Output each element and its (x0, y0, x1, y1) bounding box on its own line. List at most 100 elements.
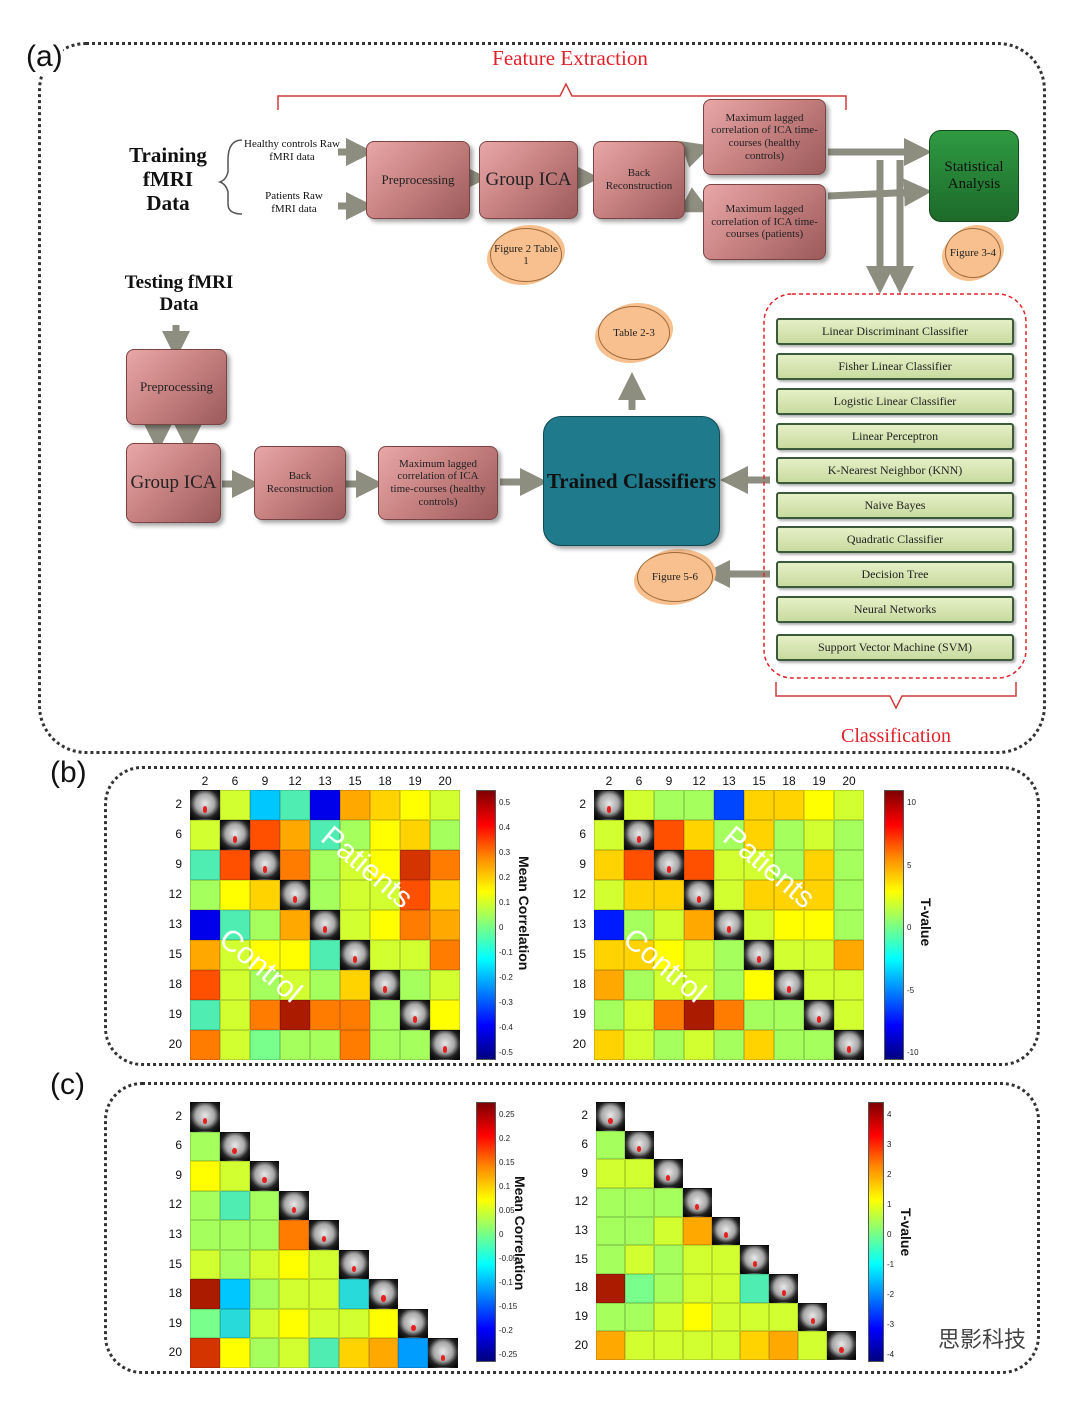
matrix-cell (624, 910, 654, 940)
column-label: 12 (692, 774, 706, 788)
matrix-cell (594, 790, 624, 820)
classifier-neural-networks: Neural Networks (776, 596, 1014, 623)
matrix-cell (250, 1030, 280, 1060)
matrix-cell (249, 1220, 280, 1250)
row-label: 19 (168, 1315, 182, 1330)
colorbar-tick-label: 5 (907, 860, 912, 870)
matrix-cell (250, 850, 280, 880)
matrix-cell (594, 820, 624, 850)
matrix-cell (714, 940, 744, 970)
matrix-cell (219, 1279, 250, 1309)
train-preprocessing-box: Preprocessing (366, 141, 470, 219)
brain-activation-spot (786, 986, 792, 993)
train-back-recon-box: Back Reconstruction (593, 141, 685, 219)
cloud-table23: Table 2-3 (598, 306, 670, 360)
matrix-cell (827, 1331, 856, 1360)
matrix-cell (400, 970, 430, 1000)
matrix-cell (398, 1338, 429, 1368)
flow-arrows (144, 82, 1027, 710)
matrix-cell (370, 940, 400, 970)
colorbar-tick-label: 0.1 (499, 898, 511, 907)
colorbar-c-right (868, 1102, 884, 1362)
matrix-cell (804, 790, 834, 820)
matrix-cell (682, 1302, 712, 1332)
matrix-cell (190, 1102, 220, 1132)
matrix-cell (594, 970, 624, 1000)
brain-activation-spot (666, 1174, 671, 1181)
matrix-cell (653, 1331, 683, 1360)
matrix-cell (774, 1000, 804, 1030)
matrix-cell (368, 1279, 399, 1309)
matrix-cell (220, 910, 250, 940)
column-label: 9 (261, 774, 269, 788)
matrix-cell (220, 850, 250, 880)
matrix-cell (310, 820, 340, 850)
matrix-cell (190, 940, 220, 970)
matrix-cell (309, 1279, 339, 1309)
brain-activation-spot (322, 926, 328, 933)
matrix-cell (250, 940, 280, 970)
matrix-cell (400, 1030, 430, 1060)
matrix-cell (624, 1000, 654, 1030)
matrix-cell (684, 790, 714, 820)
matrix-cell (714, 1030, 744, 1060)
classifier-knn: K-Nearest Neighbor (KNN) (776, 457, 1014, 484)
matrix-cell (624, 880, 654, 910)
matrix-cell (279, 1308, 310, 1339)
matrix-cell (798, 1331, 828, 1360)
matrix-cell (370, 970, 400, 1000)
brain-activation-spot (202, 806, 208, 813)
matrix-cell (430, 1030, 460, 1060)
column-label: 13 (722, 774, 736, 788)
matrix-cell (714, 880, 744, 910)
matrix-cell (310, 850, 340, 880)
column-label: 18 (782, 774, 796, 788)
matrix-cell (340, 1000, 370, 1030)
colorbar-tick-label: -0.4 (499, 1023, 513, 1032)
brain-activation-spot (291, 1206, 297, 1213)
brain-activation-spot (382, 986, 388, 993)
row-label: 19 (572, 1007, 586, 1021)
column-label: 20 (842, 774, 856, 788)
matrix-cell (400, 850, 430, 880)
matrix-cell (682, 1331, 712, 1360)
matrix-cell (834, 970, 864, 1000)
brain-activation-spot (752, 1260, 758, 1267)
colorbar-tick-label: 0.1 (499, 1182, 511, 1191)
matrix-cell (190, 910, 220, 940)
matrix-cell (400, 790, 430, 820)
matrix-cell (310, 880, 340, 910)
matrix-cell (744, 850, 774, 880)
matrix-cell (769, 1274, 799, 1303)
matrix-cell (250, 910, 280, 940)
panel-c-label: (c) (50, 1068, 85, 1101)
colorbar-tick-label: -0.1 (499, 1278, 513, 1287)
matrix-cell (653, 1216, 683, 1246)
matrix-cell (624, 1030, 654, 1060)
colorbar-tick-label: 10 (907, 798, 916, 807)
matrix-cell (594, 910, 624, 940)
matrix-cell (654, 790, 684, 820)
classifier-svm: Support Vector Machine (SVM) (776, 634, 1014, 661)
brain-activation-spot (352, 956, 358, 963)
colorbar-tick-label: 0.25 (499, 1110, 515, 1119)
column-label: 13 (318, 774, 332, 788)
matrix-cell (804, 910, 834, 940)
cloud-figure2: Figure 2 Table 1 (490, 228, 562, 282)
colorbar-tick-label: 0.2 (499, 873, 511, 882)
brain-activation-spot (440, 1354, 446, 1361)
colorbar-tick-label: -0.5 (499, 1048, 513, 1057)
column-label: 19 (408, 774, 422, 788)
column-label: 2 (605, 774, 613, 788)
panel-b-label: (b) (50, 756, 87, 789)
row-label: 18 (168, 977, 182, 991)
matrix-cell (834, 910, 864, 940)
matrix-cell (804, 880, 834, 910)
matrix-cell (338, 1279, 369, 1309)
matrix-cell (596, 1274, 625, 1303)
matrix-cell (280, 880, 310, 910)
matrix-cell (190, 1161, 220, 1191)
matrix-cell (190, 790, 220, 820)
matrix-cell (428, 1338, 458, 1368)
matrix-cell (834, 820, 864, 850)
